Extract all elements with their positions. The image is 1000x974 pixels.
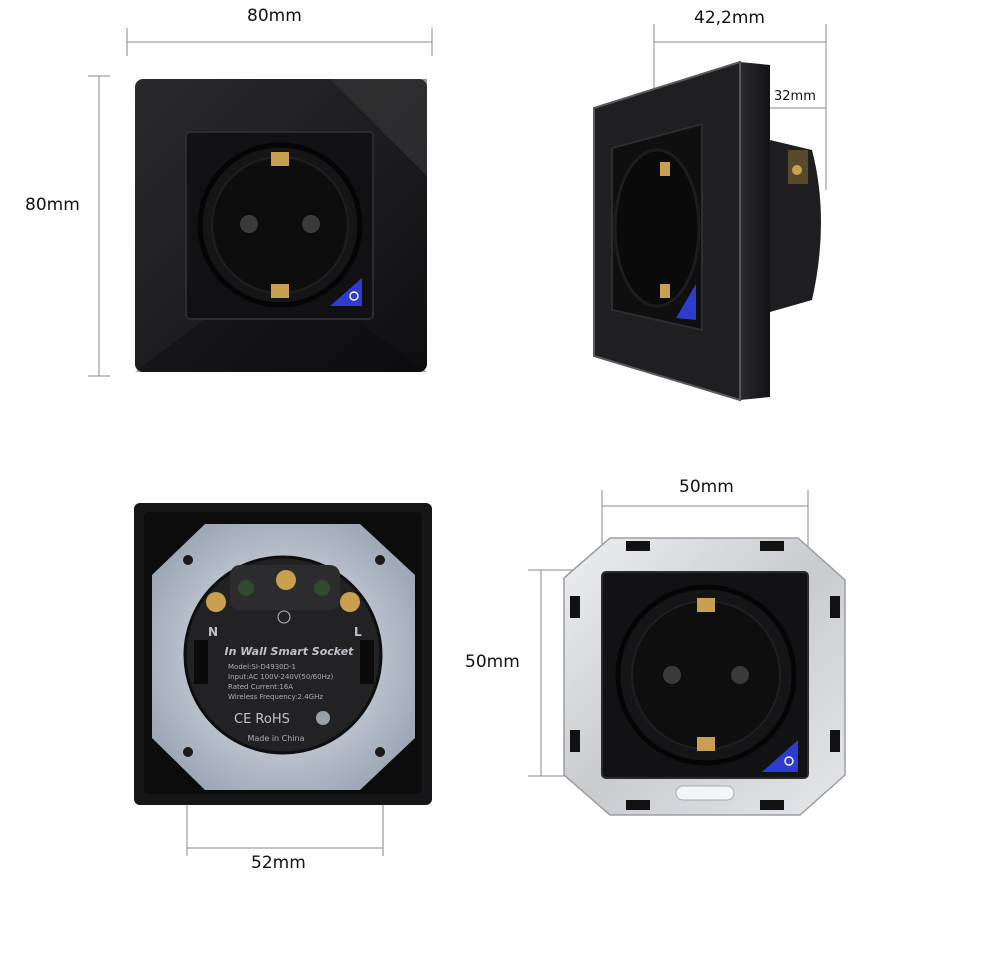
side-insert-depth-label: 32mm — [774, 89, 816, 104]
side-view — [593, 24, 827, 402]
touch-button — [330, 278, 362, 306]
back-origin: Made in China — [247, 734, 304, 743]
pin-hole-right — [302, 215, 320, 233]
power-icon — [784, 756, 794, 766]
module-touch-button — [762, 740, 798, 772]
power-icon — [349, 291, 359, 301]
live-label: L — [354, 625, 362, 639]
back-wireless: Wireless Frequency:2.4GHz — [228, 693, 323, 701]
module-view — [528, 490, 846, 816]
back-marks: CE RoHS — [234, 712, 290, 727]
front-width-label: 80mm — [247, 6, 302, 26]
front-view — [88, 28, 433, 377]
back-input: Input:AC 100V-240V(50/60Hz) — [228, 673, 334, 681]
back-current: Rated Current:16A — [228, 683, 293, 691]
earth-pin-top — [271, 152, 289, 166]
back-view: N L In Wall Smart Socket Model:SI-D4930D… — [134, 503, 432, 856]
back-width-label: 52mm — [251, 853, 306, 873]
front-height-label: 80mm — [25, 195, 80, 215]
module-height-label: 50mm — [465, 652, 520, 672]
back-title: In Wall Smart Socket — [225, 645, 355, 658]
earth-pin-bottom — [271, 284, 289, 298]
side-depth-label: 42,2mm — [694, 8, 765, 28]
module-width-label: 50mm — [679, 477, 734, 497]
pin-hole-left — [240, 215, 258, 233]
neutral-label: N — [208, 625, 218, 639]
back-model: Model:SI-D4930D-1 — [228, 663, 296, 671]
